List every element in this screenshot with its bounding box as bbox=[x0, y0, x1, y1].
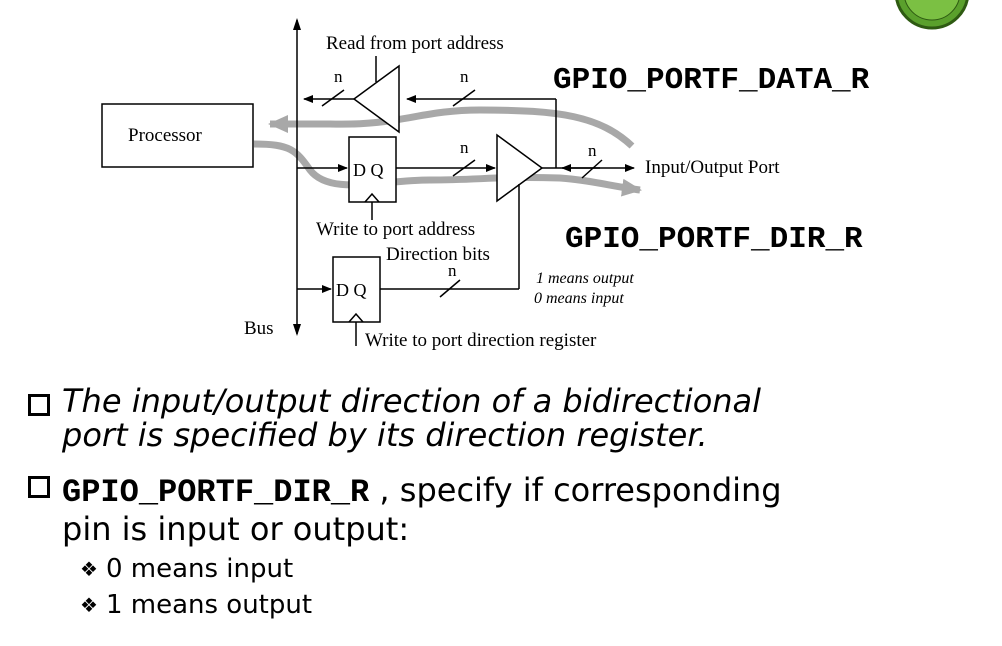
read-buffer bbox=[352, 64, 400, 134]
bullet-1-line-2: port is specified by its direction regis… bbox=[62, 416, 708, 454]
bullet-1-line-1: The input/output direction of a bidirect… bbox=[62, 382, 762, 420]
dir-n: n bbox=[448, 261, 457, 280]
bullet-2-text-1: , specify if corresponding bbox=[369, 471, 782, 509]
processor-label: Processor bbox=[128, 125, 203, 146]
write-dir-label: Write to port direction register bbox=[365, 330, 597, 351]
io-port-label: Input/Output Port bbox=[645, 157, 780, 178]
dir-slash bbox=[439, 279, 461, 298]
sub-item: ❖ 1 means output bbox=[80, 587, 988, 623]
read-slash-1 bbox=[321, 89, 345, 107]
bullet-2-code: GPIO_PORTF_DIR_R bbox=[62, 474, 370, 511]
sub-item-text: 1 means output bbox=[105, 590, 313, 620]
means-input-note: 0 means input bbox=[534, 290, 624, 307]
write-slash bbox=[452, 159, 476, 177]
read-n-1: n bbox=[334, 67, 343, 86]
read-label: Read from port address bbox=[326, 33, 504, 54]
bullet-2-text: GPIO_PORTF_DIR_R , specify if correspond… bbox=[62, 472, 782, 547]
processor-box bbox=[101, 103, 254, 168]
direction-register-clk bbox=[348, 312, 364, 323]
flow-arrow-read bbox=[268, 106, 635, 149]
direction-bits-label: Direction bits bbox=[386, 244, 490, 265]
data-register-name: GPIO_PORTF_DATA_R bbox=[553, 63, 870, 98]
bullet-2: GPIO_PORTF_DIR_R , specify if correspond… bbox=[28, 460, 988, 547]
data-register-dq: D Q bbox=[353, 160, 384, 180]
read-slash-2 bbox=[452, 89, 476, 107]
bus-label: Bus bbox=[244, 318, 274, 339]
flow-arrow-write bbox=[253, 140, 642, 197]
logo bbox=[895, 0, 969, 30]
means-output-note: 1 means output bbox=[536, 270, 634, 287]
port-slash bbox=[581, 159, 603, 179]
write-port-label: Write to port address bbox=[316, 219, 475, 240]
square-bullet-icon bbox=[28, 476, 50, 498]
data-register bbox=[348, 136, 397, 203]
bus-arrow-up bbox=[293, 18, 301, 30]
sub-item-text: 0 means input bbox=[105, 554, 294, 584]
data-register-clk bbox=[364, 192, 380, 203]
bullet-list: The input/output direction of a bidirect… bbox=[28, 384, 988, 623]
square-bullet-icon bbox=[28, 394, 50, 416]
write-n: n bbox=[460, 138, 469, 157]
direction-register-dq: D Q bbox=[336, 280, 367, 300]
sub-item: ❖ 0 means input bbox=[80, 551, 988, 587]
bus-arrow-down bbox=[293, 324, 301, 336]
port-n: n bbox=[588, 141, 597, 160]
bullet-1: The input/output direction of a bidirect… bbox=[28, 384, 988, 452]
diamond-bullet-icon: ❖ bbox=[80, 593, 98, 617]
bullet-1-text: The input/output direction of a bidirect… bbox=[62, 384, 761, 452]
diamond-bullet-icon: ❖ bbox=[80, 557, 98, 581]
dir-register-name: GPIO_PORTF_DIR_R bbox=[565, 222, 863, 257]
read-n-2: n bbox=[460, 67, 469, 86]
bullet-2-line-2: pin is input or output: bbox=[62, 510, 410, 548]
